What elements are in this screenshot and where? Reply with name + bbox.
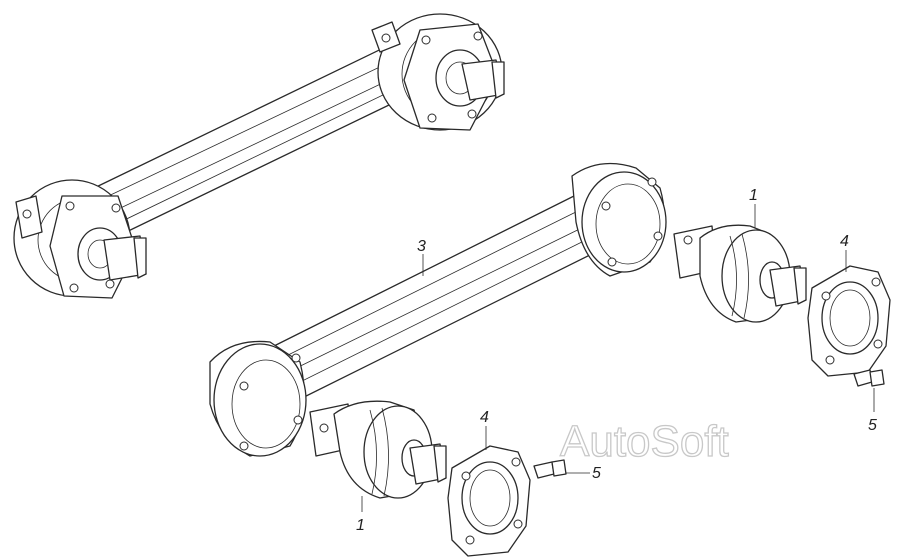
rubber-metal-joint-upper (673, 224, 807, 323)
callout-5-right: 5 (868, 417, 877, 434)
callout-5-bottom: 5 (592, 465, 601, 482)
reaction-rod-3 (209, 162, 667, 457)
callout-4-right: 4 (840, 233, 849, 250)
bolt-bottom (533, 459, 567, 479)
cover-bottom (447, 445, 531, 557)
cover-right (807, 265, 891, 377)
callout-1-top: 1 (749, 187, 758, 204)
callouts: 3 1 4 5 4 5 1 (356, 187, 877, 534)
callout-1-bottom: 1 (356, 517, 365, 534)
assembled-reaction-rod (13, 13, 505, 299)
bolt-right (853, 369, 885, 387)
watermark: AutoSoft (560, 417, 729, 466)
callout-3: 3 (417, 238, 426, 255)
rubber-metal-joint-lower (309, 400, 447, 499)
callout-4-bottom: 4 (480, 409, 489, 426)
